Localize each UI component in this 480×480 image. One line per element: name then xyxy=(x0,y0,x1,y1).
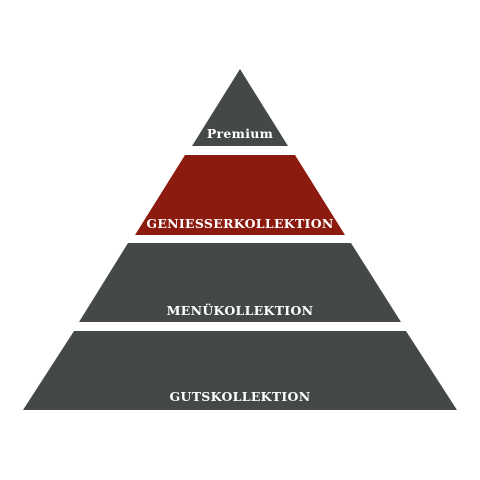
tier-gutskollektion-label: GUTSKOLLEKTION xyxy=(170,389,311,404)
tier-gutskollektion-shape xyxy=(23,331,457,410)
tier-geniesserkollektion-shape xyxy=(135,155,345,235)
tier-geniesserkollektion-label: GENIESSERKOLLEKTION xyxy=(146,216,333,231)
tier-menuekollektion-label: MENÜKOLLEKTION xyxy=(167,302,314,318)
tier-gutskollektion: GUTSKOLLEKTION xyxy=(23,331,457,410)
tier-premium-shape xyxy=(192,69,288,146)
tier-premium-label: Premium xyxy=(207,126,273,141)
tier-menuekollektion-shape xyxy=(79,243,401,322)
tier-menuekollektion: MENÜKOLLEKTION xyxy=(79,243,401,322)
tier-premium: Premium xyxy=(192,69,288,146)
tier-geniesserkollektion: GENIESSERKOLLEKTION xyxy=(135,155,345,235)
